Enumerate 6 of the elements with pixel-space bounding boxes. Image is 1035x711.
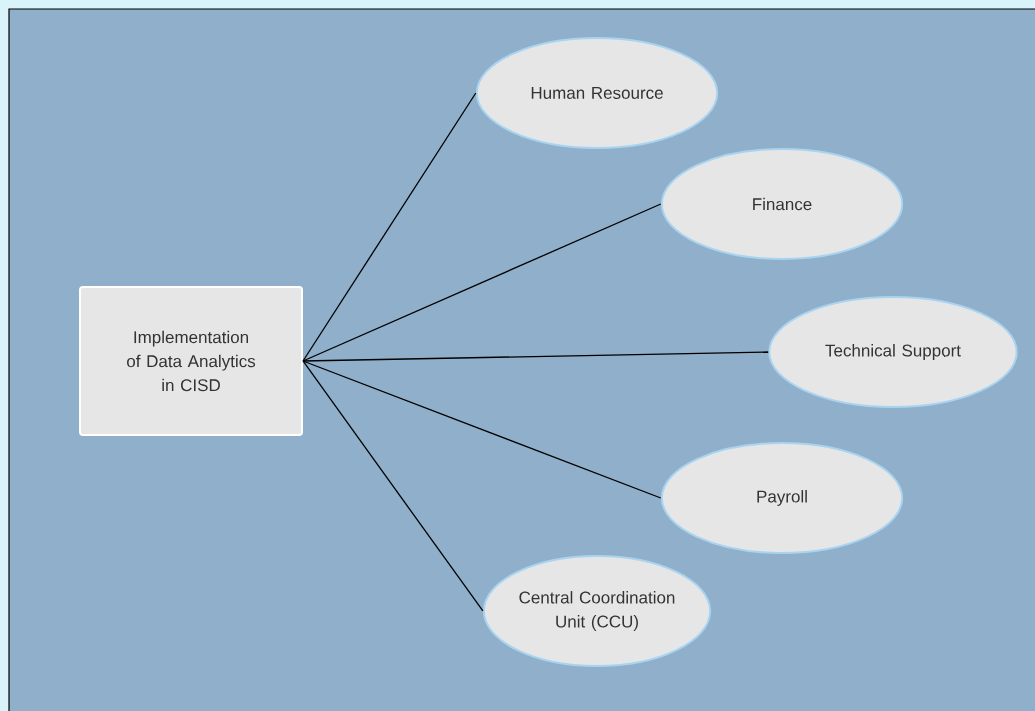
connector-line (302, 360, 484, 612)
connector-line (302, 351, 769, 362)
topic-box: Implementation of Data Analytics in CISD (79, 286, 303, 436)
connector-line (302, 203, 662, 362)
connector-line (302, 92, 477, 362)
connector-line (302, 360, 662, 499)
